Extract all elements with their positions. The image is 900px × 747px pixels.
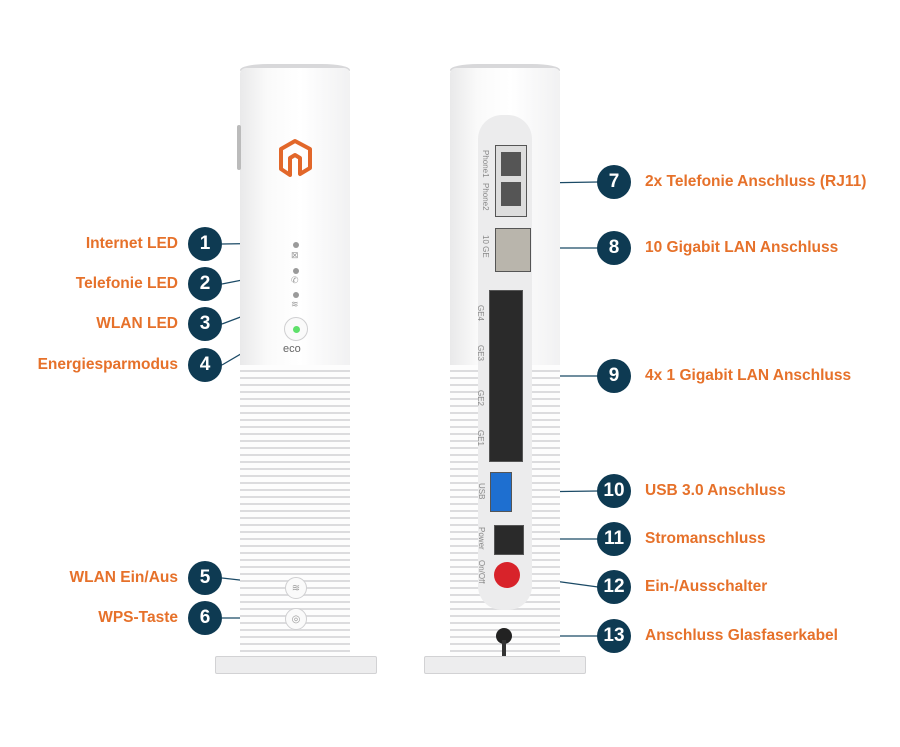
callout-label-wps-taste: WPS-Taste — [98, 609, 178, 626]
internet-led — [293, 242, 299, 248]
callout-badge-5: 5 — [188, 561, 222, 595]
phone1-label: Phone1 — [481, 150, 490, 178]
power-label: Power — [477, 527, 486, 550]
eco-button[interactable] — [284, 317, 308, 341]
10ge-label: 10 GE — [481, 235, 490, 258]
usb-port[interactable] — [490, 472, 512, 512]
side-button — [237, 125, 241, 170]
callout-label-usb: USB 3.0 Anschluss — [645, 482, 786, 499]
callout-label-internet-led: Internet LED — [85, 235, 178, 252]
eco-led — [292, 325, 300, 333]
front-stand — [215, 656, 377, 674]
wps-button[interactable]: ◎ — [285, 608, 307, 630]
callout-label-stromanschluss: Stromanschluss — [645, 530, 766, 547]
wifi-icon: ≋ — [291, 299, 299, 309]
fiber-cable — [502, 640, 506, 662]
callout-label-telefonie-led: Telefonie LED — [75, 275, 178, 292]
callout-badge-1: 1 — [188, 227, 222, 261]
callout-label-ein-ausschalter: Ein-/Ausschalter — [645, 578, 768, 595]
10ge-port[interactable] — [495, 228, 531, 272]
brand-logo-icon — [279, 139, 312, 177]
callout-badge-12: 12 — [597, 570, 631, 604]
callout-label-energiesparmodus: Energiesparmodus — [37, 356, 178, 373]
callout-badge-9: 9 — [597, 359, 631, 393]
back-stand — [424, 656, 586, 674]
ge3-label: GE3 — [476, 345, 485, 362]
power-port[interactable] — [494, 525, 524, 555]
onoff-label: On/Off — [477, 560, 486, 584]
phone1-port — [501, 152, 521, 176]
callout-badge-3: 3 — [188, 307, 222, 341]
wlan-toggle-button[interactable]: ≋ — [285, 577, 307, 599]
phone2-label: Phone2 — [481, 183, 490, 211]
usb-label: USB — [477, 483, 486, 500]
phone-ports[interactable] — [495, 145, 527, 217]
internet-icon: ⊠ — [291, 250, 299, 260]
phone-icon: ✆ — [291, 275, 299, 285]
callout-badge-13: 13 — [597, 619, 631, 653]
eco-text: eco — [283, 343, 301, 355]
callout-badge-10: 10 — [597, 474, 631, 508]
fiber-port[interactable] — [496, 628, 512, 644]
callout-badge-6: 6 — [188, 601, 222, 635]
ge1-label: GE1 — [476, 430, 485, 447]
ge2-label: GE2 — [476, 390, 485, 407]
callout-badge-8: 8 — [597, 231, 631, 265]
callout-label-10g-lan: 10 Gigabit LAN Anschluss — [645, 239, 839, 256]
gigabit-lan-ports[interactable] — [489, 290, 523, 462]
callout-label-telefonie-anschluss: 2x Telefonie Anschluss (RJ11) — [645, 173, 867, 190]
ge4-label: GE4 — [476, 305, 485, 322]
callout-label-1g-lan: 4x 1 Gigabit LAN Anschluss — [645, 367, 852, 384]
callout-label-glasfaser: Anschluss Glasfaserkabel — [645, 627, 838, 644]
wifi-icon: ≋ — [291, 582, 301, 594]
callout-badge-2: 2 — [188, 267, 222, 301]
phone-led — [293, 268, 299, 274]
callout-badge-4: 4 — [188, 348, 222, 382]
callout-label-wlan-ein-aus: WLAN Ein/Aus — [69, 569, 179, 586]
callout-badge-7: 7 — [597, 165, 631, 199]
wlan-led — [293, 292, 299, 298]
callout-label-wlan-led: WLAN LED — [96, 315, 178, 332]
callout-badge-11: 11 — [597, 522, 631, 556]
wps-icon: ◎ — [291, 613, 301, 625]
phone2-port — [501, 182, 521, 206]
onoff-button[interactable] — [494, 562, 520, 588]
